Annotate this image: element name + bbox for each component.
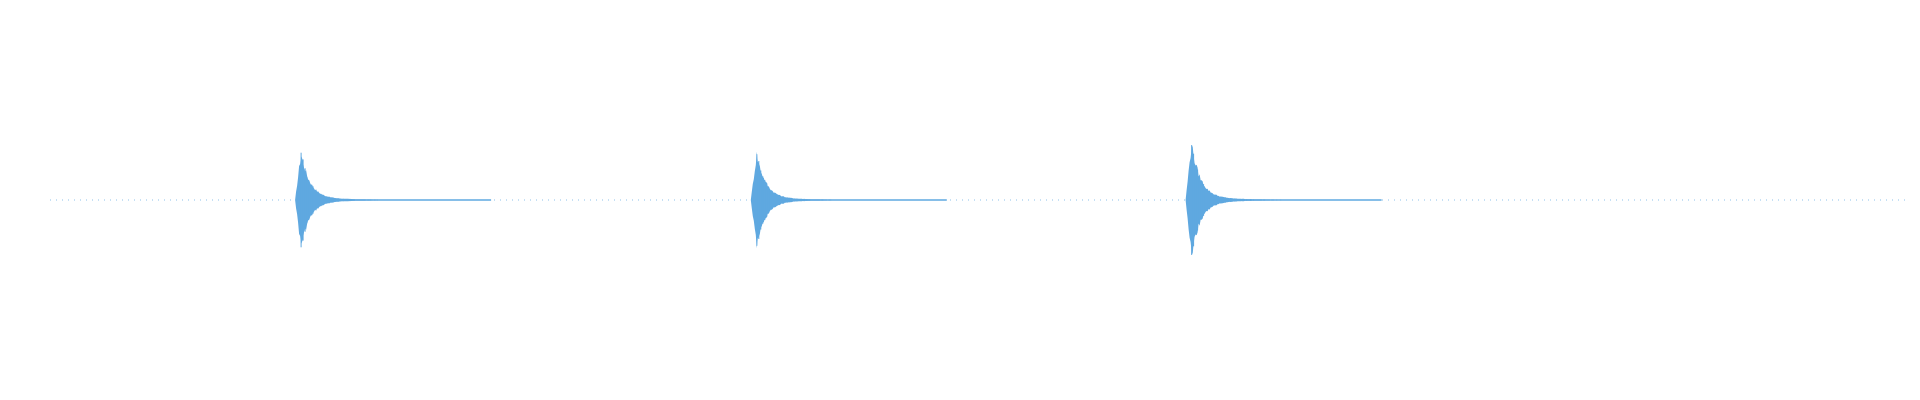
waveform-bursts — [295, 145, 1382, 255]
